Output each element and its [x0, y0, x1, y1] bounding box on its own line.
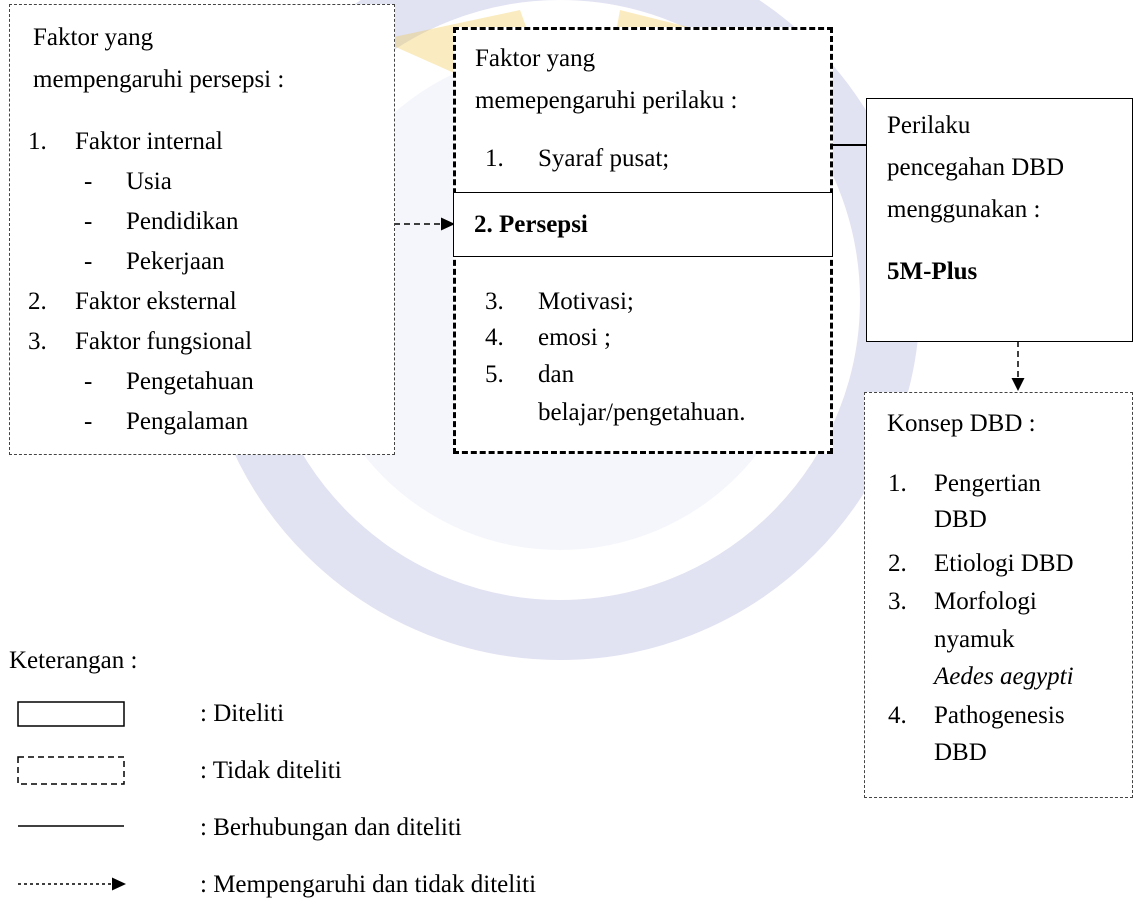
box-faktor-persepsi: Faktor yang mempengaruhi persepsi : 1. F…	[9, 4, 395, 455]
box-perilaku-item3-num: 3.	[485, 288, 504, 315]
box-persepsi-item3-num: 3.	[28, 328, 47, 355]
box-perilaku-item4: emosi ;	[538, 324, 611, 351]
legend-dashed-arrow-symbol	[18, 877, 126, 891]
box-pencegahan-line3: menggunakan :	[887, 196, 1041, 223]
dash-marker: -	[84, 248, 93, 275]
legend-solid-box-symbol	[17, 701, 125, 727]
box-konsep-item3-num: 3.	[888, 588, 907, 615]
box-perilaku-item3: Motivasi;	[538, 288, 634, 315]
box-pencegahan-line2: pencegahan DBD	[887, 154, 1065, 181]
legend-dashed-box-symbol	[17, 756, 125, 785]
box-konsep-item3-line3: Aedes aegypti	[934, 663, 1074, 690]
box-persepsi-diteliti: 2. Persepsi	[453, 192, 833, 257]
box-konsep-title: Konsep DBD :	[887, 410, 1036, 437]
box-persepsi-sub5: Pengalaman	[126, 408, 249, 435]
box-perilaku-item1: Syaraf pusat;	[538, 145, 670, 172]
box-perilaku-item2-persepsi: 2. Persepsi	[474, 211, 588, 238]
box-perilaku-item1-num: 1.	[485, 145, 504, 172]
box-konsep-item2-num: 2.	[888, 550, 907, 577]
box-persepsi-title-line2: mempengaruhi persepsi :	[33, 66, 285, 93]
box-persepsi-sub4: Pengetahuan	[126, 368, 254, 395]
box-konsep-dbd: Konsep DBD : 1. Pengertian DBD 2. Etiolo…	[864, 392, 1133, 798]
box-persepsi-item2: Faktor eksternal	[75, 288, 237, 315]
box-konsep-item4-line1: Pathogenesis	[934, 702, 1065, 729]
box-konsep-item4-num: 4.	[888, 702, 907, 729]
box-konsep-item1-line2: DBD	[934, 506, 987, 533]
box-perilaku-item4-num: 4.	[485, 324, 504, 351]
box-konsep-item3-line1: Morfologi	[934, 588, 1037, 615]
box-konsep-item4-line2: DBD	[934, 739, 987, 766]
legend-dashed-arrow-label: : Mempengaruhi dan tidak diteliti	[200, 871, 537, 898]
box-persepsi-item2-num: 2.	[28, 288, 47, 315]
arrow-persepsi-connector	[394, 217, 455, 231]
box-persepsi-item3: Faktor fungsional	[75, 328, 253, 355]
dash-marker: -	[84, 408, 93, 435]
box-perilaku-title-line2: memepengaruhi perilaku :	[475, 87, 738, 114]
box-konsep-item2: Etiologi DBD	[934, 550, 1074, 577]
box-perilaku-item5-line1: dan	[538, 361, 575, 388]
arrow-pencegahan-to-konsep	[1011, 341, 1025, 391]
box-pencegahan-line4: 5M-Plus	[887, 258, 978, 285]
box-perilaku-pencegahan: Perilaku pencegahan DBD menggunakan : 5M…	[866, 98, 1133, 342]
legend-dashed-box-label: : Tidak diteliti	[200, 757, 342, 784]
box-persepsi-sub1: Usia	[126, 168, 172, 195]
box-persepsi-item1: Faktor internal	[75, 128, 223, 155]
dash-marker: -	[84, 208, 93, 235]
box-konsep-item3-line2: nyamuk	[934, 626, 1015, 653]
box-persepsi-sub3: Pekerjaan	[126, 248, 225, 275]
legend-title: Keterangan :	[9, 647, 138, 674]
box-perilaku-title-line1: Faktor yang	[475, 45, 596, 72]
box-konsep-item1-line1: Pengertian	[934, 470, 1041, 497]
box-perilaku-item5-num: 5.	[485, 361, 504, 388]
dash-marker: -	[84, 368, 93, 395]
box-persepsi-title-line1: Faktor yang	[33, 24, 154, 51]
box-persepsi-item1-num: 1.	[28, 128, 47, 155]
box-persepsi-sub2: Pendidikan	[126, 208, 239, 235]
legend-solid-line-label: : Berhubungan dan diteliti	[200, 814, 462, 841]
legend-solid-box-label: : Diteliti	[200, 700, 285, 727]
box-konsep-item1-num: 1.	[888, 470, 907, 497]
dash-marker: -	[84, 168, 93, 195]
box-perilaku-item5-line2: belajar/pengetahuan.	[538, 399, 746, 426]
box-pencegahan-line1: Perilaku	[887, 112, 971, 139]
